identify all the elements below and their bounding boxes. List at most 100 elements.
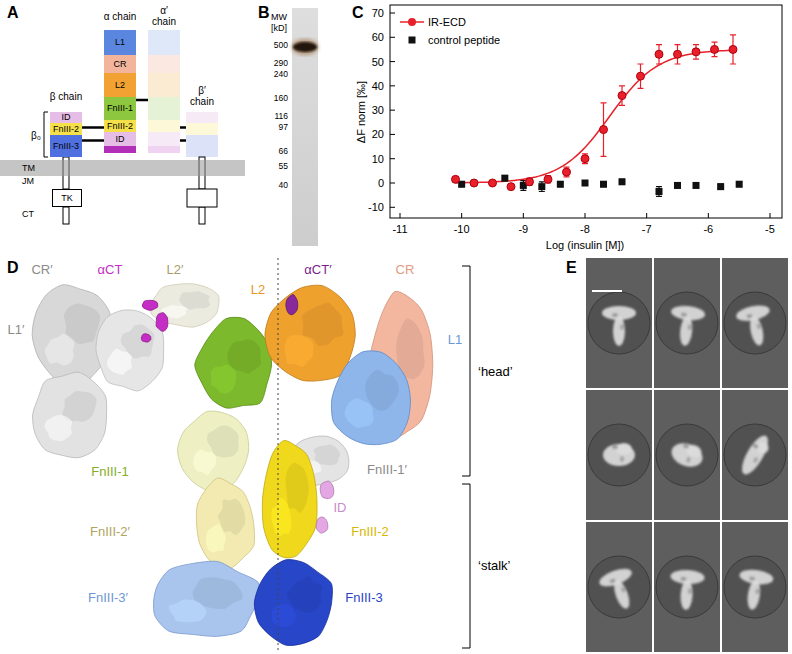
image-cell: [722, 522, 788, 652]
scale-bar: [592, 290, 622, 292]
error-bar: [527, 178, 533, 185]
class-averages: [586, 258, 788, 652]
domain-label: L1′: [6, 323, 27, 337]
density-blob: [178, 411, 249, 492]
image-cell: [654, 522, 720, 652]
domain-label: FnIII-2′: [88, 525, 132, 539]
error-bar: [601, 103, 607, 156]
axis-tick: [770, 213, 771, 218]
domain-label: ID: [332, 501, 349, 515]
density-blob: [33, 372, 107, 458]
domain-box: FnIII-3: [50, 135, 82, 157]
tick-label: 30: [372, 104, 384, 116]
particle-density: [616, 443, 632, 455]
density-lobe: [271, 498, 291, 537]
error-bar: [539, 182, 545, 192]
panel-letter: E: [566, 259, 577, 277]
axis-tick: [390, 61, 395, 62]
density-lobe: [169, 599, 207, 622]
domain-label: L1: [446, 333, 464, 347]
error-bar: [582, 154, 588, 164]
data-circle: [452, 175, 460, 183]
kinase-box-pale: [187, 189, 217, 207]
legend-marker: [400, 18, 424, 26]
density-blob: [154, 561, 260, 636]
data-square: [619, 178, 626, 185]
binding-chart: [390, 5, 782, 218]
axis-tick: [390, 37, 395, 38]
tick-label: -10: [454, 223, 470, 235]
density-lobe: [285, 335, 314, 367]
legend-markers: [400, 18, 424, 44]
error-bar: [656, 45, 662, 64]
gel-background: [292, 8, 318, 246]
tick-label: -6: [703, 223, 713, 235]
particle-detail: [612, 313, 618, 317]
particle-detail: [609, 578, 616, 584]
fit-curve: [456, 50, 734, 182]
panel-letter: B: [258, 4, 270, 22]
particle: [603, 443, 635, 466]
data-circle: [563, 168, 571, 176]
pale-domain: [148, 120, 180, 132]
error-bar: [675, 45, 681, 64]
density-blob: [141, 334, 151, 342]
domain-label: TK: [61, 194, 73, 203]
error-bar: [619, 86, 625, 105]
domain-label: αCT: [96, 263, 125, 277]
region-label: JM: [22, 177, 34, 187]
density-blob: [96, 310, 164, 391]
density-lobe: [206, 524, 226, 553]
domain-label: CR: [114, 60, 127, 69]
domain-label: FnIII-2: [349, 525, 391, 539]
tick-label: 10: [372, 153, 384, 165]
domain-label: FnIII-3: [343, 591, 385, 605]
particle-detail: [688, 588, 692, 594]
data-square: [538, 183, 545, 190]
image-cell: [586, 390, 652, 520]
legend-circle: [408, 18, 416, 26]
particle-detail: [620, 324, 624, 330]
domain-label: ID: [62, 113, 71, 122]
pale-domain: [148, 132, 180, 146]
density-lobe: [211, 365, 237, 394]
domain-label: L2′: [165, 263, 186, 277]
domain-label: FnIII-3′: [86, 591, 130, 605]
density-lobe: [286, 463, 309, 513]
data-circle: [544, 175, 552, 183]
axis-tick: [390, 134, 395, 135]
pale-domain: [186, 123, 218, 135]
legend-square: [409, 37, 416, 44]
particle: [668, 438, 706, 471]
marker-weight: 240: [274, 70, 288, 79]
density-lobe: [345, 398, 374, 428]
data-circle: [692, 48, 700, 56]
domain-label: CR: [394, 263, 417, 277]
data-square: [693, 182, 700, 189]
image-mask: [724, 556, 786, 618]
data-square: [600, 181, 607, 188]
panel-letter: A: [7, 4, 19, 22]
domain-label: FnIII-1: [107, 104, 133, 113]
image-mask: [724, 424, 786, 486]
particle-density: [748, 315, 766, 347]
image-mask: [588, 556, 650, 618]
tick-label: 0: [378, 177, 384, 189]
particle-detail: [620, 586, 626, 593]
density-blob: [254, 560, 332, 646]
disulfide-connector: [82, 139, 104, 142]
particle-density: [603, 444, 635, 466]
pale-domain: [148, 55, 180, 73]
domain-label: ID: [116, 135, 125, 144]
pale-domain: [148, 73, 180, 97]
particle: [669, 569, 705, 611]
density-blob: [156, 313, 168, 332]
error-bar: [730, 35, 736, 64]
density-blob: [196, 478, 254, 569]
tick-label: -7: [642, 223, 652, 235]
marker-weight: 160: [274, 94, 288, 103]
density-lobe: [45, 334, 74, 366]
tick-label: -11: [392, 223, 407, 235]
error-bar: [564, 167, 570, 177]
domain-label: FnIII-2: [53, 125, 79, 134]
